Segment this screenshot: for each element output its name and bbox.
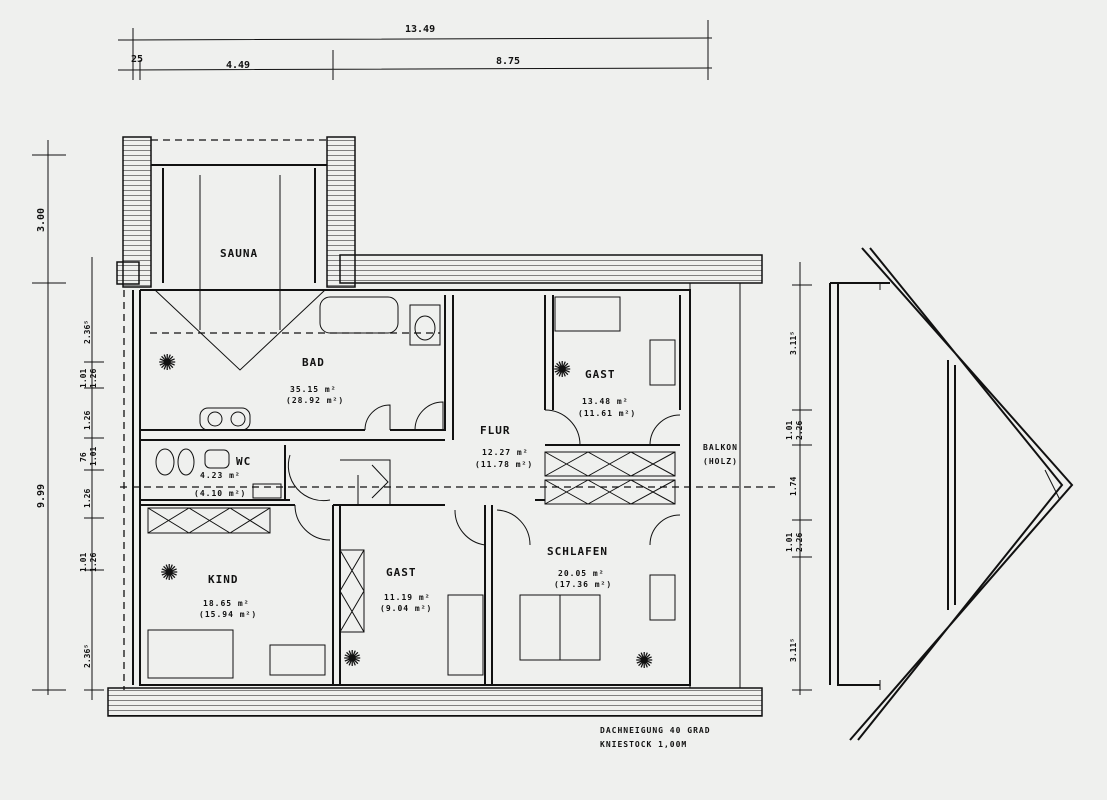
room-area: 4.23 m² — [200, 471, 241, 480]
dim-left-inner: 1.01 — [89, 447, 98, 466]
room-area: 18.65 m² — [203, 599, 250, 608]
dim-section: 3.11⁵ — [789, 331, 798, 355]
dim-left-upper: 3.00 — [36, 208, 47, 232]
dim-left-inner: 1.26 — [89, 553, 98, 572]
dim-section: 2.26 — [795, 421, 804, 440]
room-gast-1: GAST — [585, 368, 616, 381]
plant-icon: ✺ — [635, 648, 653, 673]
room-bad: BAD — [302, 356, 325, 369]
dim-section: 1.74 — [789, 477, 798, 496]
dim-section: 2.26 — [795, 533, 804, 552]
room-area-net: (9.04 m²) — [380, 604, 432, 613]
dim-left-inner: 2.36⁵ — [83, 644, 92, 668]
room-area: 13.48 m² — [582, 397, 629, 406]
dim-section: 3.11⁵ — [789, 638, 798, 662]
roof-notes: DACHNEIGUNG 40 GRAD KNIESTOCK 1,00M — [600, 726, 711, 749]
room-area: 20.05 m² — [558, 569, 605, 578]
plant-icon: ✺ — [343, 646, 361, 671]
walls — [120, 164, 780, 690]
dim-left-inner: 1.26 — [89, 369, 98, 388]
dim-left-inner: 76 — [79, 452, 88, 462]
room-wc: WC — [236, 455, 251, 468]
roof-walls — [107, 136, 763, 717]
room-balkon: BALKON — [703, 443, 738, 452]
room-area: 35.15 m² — [290, 385, 337, 394]
room-area-net: (17.36 m²) — [554, 580, 612, 589]
room-area-net: (28.92 m²) — [286, 396, 344, 405]
room-gast-2: GAST — [386, 566, 417, 579]
top-dimensions: 13.49 25 4.49 8.75 — [117, 20, 713, 80]
room-labels: SAUNA BAD 35.15 m² (28.92 m²) WC 4.23 m²… — [194, 247, 738, 619]
room-area-net: (11.61 m²) — [578, 409, 636, 418]
dim-section: 1.01 — [785, 421, 794, 440]
room-area-net: (4.10 m²) — [194, 489, 246, 498]
dim-left-inner: 1.01 — [79, 553, 88, 572]
plant-icon: ✺ — [160, 560, 178, 585]
room-area-net: (15.94 m²) — [199, 610, 257, 619]
roof-section: 3.11⁵ 1.01 2.26 1.74 1.01 2.26 3.11⁵ — [785, 247, 1074, 741]
room-balkon-sub: (HOLZ) — [703, 457, 738, 466]
note-roof-pitch: DACHNEIGUNG 40 GRAD — [600, 726, 711, 735]
dim-left-total: 9.99 — [36, 484, 47, 508]
plant-icons: ✺ ✺ ✺ ✺ ✺ — [158, 350, 653, 673]
left-dimensions: 3.00 9.99 2.36⁵ 1.01 1.26 1.26 76 1.01 1… — [32, 140, 104, 700]
dim-left-inner: 2.36⁵ — [83, 320, 92, 344]
dim-left-inner: 1.26 — [83, 489, 92, 508]
dim-left-inner: 1.01 — [79, 369, 88, 388]
dim-top-total: 13.49 — [405, 24, 435, 35]
room-schlafen: SCHLAFEN — [547, 545, 608, 558]
room-area: 11.19 m² — [384, 593, 431, 602]
dim-section: 1.01 — [785, 533, 794, 552]
dim-left-inner: 1.26 — [83, 411, 92, 430]
plant-icon: ✺ — [553, 357, 571, 382]
note-knee-wall: KNIESTOCK 1,00M — [600, 740, 687, 749]
room-kind: KIND — [208, 573, 239, 586]
room-area-net: (11.78 m²) — [475, 460, 533, 469]
room-flur: FLUR — [480, 424, 511, 437]
room-area: 12.27 m² — [482, 448, 529, 457]
room-sauna: SAUNA — [220, 247, 258, 260]
dim-top-right: 8.75 — [496, 56, 520, 67]
dim-top-left: 4.49 — [226, 60, 250, 71]
plant-icon: ✺ — [158, 350, 176, 375]
dim-top-small: 25 — [131, 54, 143, 65]
